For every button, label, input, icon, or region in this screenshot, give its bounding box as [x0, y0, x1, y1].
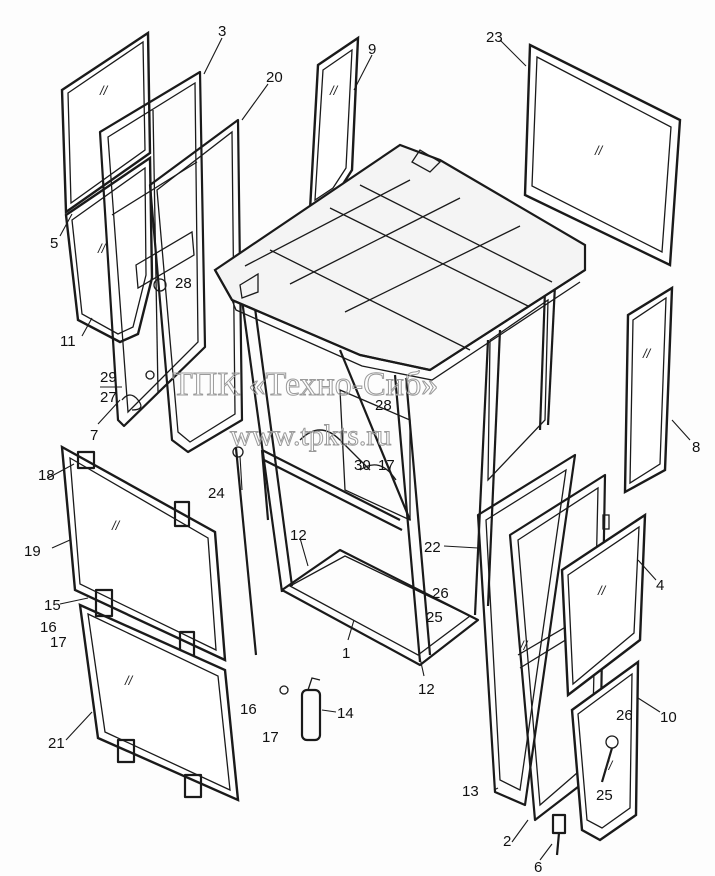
callout-4: 4: [656, 577, 664, 594]
callout-26-cab: 26: [432, 585, 449, 602]
callout-8: 8: [692, 439, 700, 456]
callout-30: 30: [354, 457, 371, 474]
callout-14: 14: [337, 705, 354, 722]
callout-24: 24: [208, 485, 225, 502]
callout-28-door: 28: [175, 275, 192, 292]
glass-mark-8: //: [642, 346, 652, 361]
watermark: ТПК «Техно-Сиб» www.tpkts.ru: [172, 366, 439, 453]
bolt-25-26: [600, 735, 619, 783]
glass-10: [570, 659, 640, 842]
windshield-21: [78, 588, 240, 802]
callouts: 1 2 3 4 5 6 7 8 9 10 11 12 12 13 14 15 1…: [24, 23, 700, 876]
callout-16-bottom: 16: [240, 701, 257, 718]
callout-29: 29: [100, 369, 117, 386]
callout-7: 7: [90, 427, 98, 444]
callout-22: 22: [424, 539, 441, 556]
callout-6: 6: [534, 859, 542, 876]
glass-mark-21: //: [124, 673, 134, 688]
windshield-19: [60, 444, 227, 662]
glass-9: [308, 35, 360, 213]
callout-21: 21: [48, 735, 65, 752]
callout-17-left: 17: [50, 634, 67, 651]
glass-8: [623, 285, 674, 495]
callout-20: 20: [266, 69, 283, 86]
glass-mark-5: //: [99, 83, 109, 98]
callout-25-door: 25: [596, 787, 613, 804]
callout-11: 11: [60, 333, 76, 350]
callout-26-door: 26: [616, 707, 633, 724]
bolt-6: [551, 813, 567, 856]
glass-5-upper: [60, 30, 152, 215]
extinguisher-14: [279, 677, 322, 742]
leader-lines: [47, 37, 691, 861]
callout-28-cab: 28: [375, 397, 392, 414]
door-13: [476, 453, 577, 807]
glass-mark-11: //: [97, 241, 107, 256]
cab-frame-1: [213, 143, 587, 667]
callout-23: 23: [486, 29, 503, 46]
glass-mark-10: //: [604, 758, 614, 773]
callout-16-left: 16: [40, 619, 57, 636]
callout-5: 5: [50, 235, 58, 252]
glass-mark-23: //: [594, 143, 604, 158]
glass-23-rear: [523, 43, 682, 267]
callout-17-cab: 17: [378, 457, 395, 474]
callout-18: 18: [38, 467, 55, 484]
callout-15: 15: [44, 597, 61, 614]
callout-9: 9: [368, 41, 376, 58]
callout-17-bottom: 17: [262, 729, 279, 746]
glass-4: [560, 512, 647, 698]
glass-mark-19: //: [111, 518, 121, 533]
callout-12-left: 12: [290, 527, 307, 544]
watermark-company: ТПК «Техно-Сиб»: [172, 366, 438, 403]
callout-19: 19: [24, 543, 41, 560]
callout-10: 10: [660, 709, 677, 726]
glass-marks: // // // // // // // // // //: [97, 83, 652, 773]
watermark-url: www.tpkts.ru: [230, 419, 391, 452]
callout-27: 27: [100, 389, 117, 406]
callout-3: 3: [218, 23, 226, 40]
glass-mark-9: //: [329, 83, 339, 98]
part-7: [121, 394, 142, 411]
callout-1: 1: [342, 645, 350, 662]
rod-24: [232, 446, 258, 656]
glass-mark-13: //: [519, 638, 529, 653]
glass-mark-4: //: [597, 583, 607, 598]
callout-12-right: 12: [418, 681, 435, 698]
callout-25-cab: 25: [426, 609, 443, 626]
callout-2: 2: [503, 833, 511, 850]
callout-13: 13: [462, 783, 479, 800]
door-glass-20: [148, 118, 244, 454]
